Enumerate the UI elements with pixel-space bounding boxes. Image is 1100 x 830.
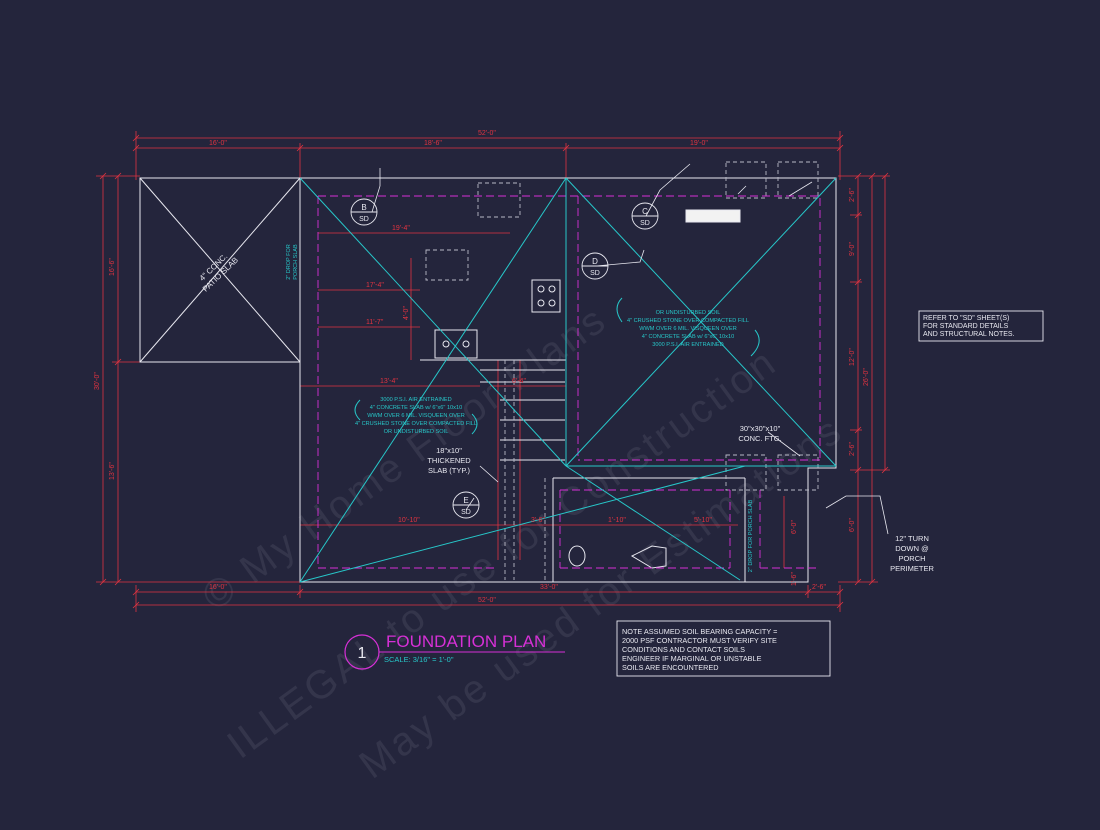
svg-text:CONDITIONS AND CONTACT SOILS: CONDITIONS AND CONTACT SOILS — [622, 645, 745, 654]
section-sheet: SD — [640, 220, 650, 227]
refer-note-box: REFER TO "SD" SHEET(S) FOR STANDARD DETA… — [918, 310, 1044, 342]
svg-text:REFER TO "SD" SHEET(S): REFER TO "SD" SHEET(S) — [923, 315, 1009, 322]
dim-int-g: 3'-6" — [531, 517, 545, 524]
dim-overall-top: 52'-0" — [478, 130, 496, 137]
dim-left-lower: 13'-6" — [109, 462, 116, 480]
section-marker-d[interactable]: D SD — [581, 252, 609, 280]
dim-bottom-mid: 33'-0" — [540, 584, 558, 591]
watermark-1: © My Home Floor Plans — [194, 297, 615, 620]
thickened-slab-lines — [317, 195, 821, 569]
svg-text:SOILS ARE ENCOUNTERED: SOILS ARE ENCOUNTERED — [622, 663, 719, 672]
svg-text:AND STRUCTURAL NOTES.: AND STRUCTURAL NOTES. — [923, 331, 1015, 338]
svg-text:4" CRUSHED STONE OVER COMPACTE: 4" CRUSHED STONE OVER COMPACTED FILL — [627, 318, 749, 324]
dim-int-i: 5'-10" — [694, 517, 712, 524]
plan-title: FOUNDATION PLAN — [386, 632, 546, 651]
svg-text:18"x10": 18"x10" — [436, 446, 462, 455]
svg-text:SLAB (TYP.): SLAB (TYP.) — [428, 466, 470, 475]
dimension-texts: 52'-0" 16'-0" 18'-6" 19'-0" 16'-0" 33'-0… — [94, 130, 870, 604]
svg-text:4" CONCRETE SLAB w/ 6"x6" 10x1: 4" CONCRETE SLAB w/ 6"x6" 10x10 — [642, 334, 734, 340]
section-letter: B — [361, 203, 366, 212]
dim-int-h: 1'-10" — [608, 517, 626, 524]
section-letter: E — [463, 496, 468, 505]
dim-int-k: 6'-0" — [791, 520, 798, 534]
dim-int-f: 10'-10" — [398, 517, 420, 524]
svg-text:4" CRUSHED STONE OVER COMPACTE: 4" CRUSHED STONE OVER COMPACTED FILL — [355, 421, 477, 427]
svg-text:THICKENED: THICKENED — [427, 456, 471, 465]
dim-int-j: 4'-0" — [403, 306, 410, 320]
svg-text:3000 P.S.I. AIR ENTRAINED: 3000 P.S.I. AIR ENTRAINED — [380, 397, 451, 403]
section-marker-e[interactable]: E SD — [452, 491, 480, 519]
svg-text:WWM OVER 6 MIL. VISQUEEN OVER: WWM OVER 6 MIL. VISQUEEN OVER — [639, 326, 737, 332]
dim-bottom-right: 2'-6" — [812, 584, 826, 591]
svg-text:3000 P.S.I. AIR ENTRAINED: 3000 P.S.I. AIR ENTRAINED — [652, 342, 723, 348]
svg-text:NOTE ASSUMED SOIL BEARING CAPA: NOTE ASSUMED SOIL BEARING CAPACITY = — [622, 627, 777, 636]
dim-int-a: 19'-4" — [392, 225, 410, 232]
svg-text:WWM OVER 6 MIL. VISQUEEN OVER: WWM OVER 6 MIL. VISQUEEN OVER — [367, 413, 465, 419]
dim-right-a: 2'-6" — [849, 188, 856, 202]
dim-overall-bottom: 52'-0" — [478, 597, 496, 604]
svg-text:CONC. FTG.: CONC. FTG. — [738, 434, 781, 443]
dim-int-l: 1'-6" — [791, 572, 798, 586]
dim-right-d: 2'-6" — [849, 442, 856, 456]
dim-right-e: 6'-0" — [849, 518, 856, 532]
turn-down-label: 12" TURN DOWN @ PORCH PERIMETER — [890, 534, 934, 573]
svg-text:PERIMETER: PERIMETER — [890, 564, 934, 573]
thickened-slab-label: 18"x10" THICKENED SLAB (TYP.) — [427, 446, 471, 475]
section-letter: C — [642, 207, 648, 216]
pier-footings — [425, 161, 819, 580]
dim-int-b: 17'-4" — [366, 282, 384, 289]
svg-text:30"x30"x10": 30"x30"x10" — [740, 424, 781, 433]
svg-text:OR UNDISTURBED SOIL: OR UNDISTURBED SOIL — [656, 310, 721, 316]
svg-text:DOWN @: DOWN @ — [895, 544, 928, 553]
section-sheet: SD — [461, 509, 471, 516]
svg-text:2" DROP FOR: 2" DROP FOR — [286, 244, 292, 279]
conc-footing-label: 30"x30"x10" CONC. FTG. — [738, 424, 781, 443]
dim-int-c: 11'-7" — [366, 319, 384, 326]
svg-text:4" CONCRETE SLAB w/ 6"x6" 10x1: 4" CONCRETE SLAB w/ 6"x6" 10x10 — [370, 405, 462, 411]
dim-top-left: 16'-0" — [209, 140, 227, 147]
section-sheet: SD — [359, 216, 369, 223]
soil-bearing-note: NOTE ASSUMED SOIL BEARING CAPACITY = 200… — [616, 620, 831, 677]
svg-text:ENGINEER IF MARGINAL OR UNSTAB: ENGINEER IF MARGINAL OR UNSTABLE — [622, 654, 762, 663]
dim-top-mid: 18'-6" — [424, 140, 442, 147]
dim-right-c: 12'-0" — [849, 348, 856, 366]
dim-top-right: 19'-0" — [690, 140, 708, 147]
section-marker-c[interactable]: C SD — [631, 202, 659, 230]
svg-text:PORCH SLAB: PORCH SLAB — [293, 244, 299, 280]
dim-right-b: 9'-0" — [849, 242, 856, 256]
section-marker-b[interactable]: B SD — [350, 198, 378, 226]
slab-spec-left: 3000 P.S.I. AIR ENTRAINED 4" CONCRETE SL… — [355, 397, 477, 435]
section-sheet: SD — [590, 270, 600, 277]
plan-scale: SCALE: 3/16" = 1'-0" — [384, 655, 454, 664]
plan-title-block: 1 FOUNDATION PLAN SCALE: 3/16" = 1'-0" — [344, 632, 565, 670]
dim-right-overall: 26'-0" — [863, 368, 870, 386]
svg-text:2" DROP FOR PORCH SLAB: 2" DROP FOR PORCH SLAB — [748, 499, 754, 572]
leader-lines — [371, 163, 889, 535]
dim-bottom-left: 16'-0" — [209, 584, 227, 591]
patio-slab-label: 4" CONC. PATIO SLAB — [198, 252, 240, 294]
slab-diagonals — [299, 177, 837, 583]
svg-text:PORCH: PORCH — [898, 554, 925, 563]
section-letter: D — [592, 257, 598, 266]
svg-text:2000 PSF CONTRACTOR MUST VERIF: 2000 PSF CONTRACTOR MUST VERIFY SITE — [622, 636, 777, 645]
svg-text:FOR STANDARD DETAILS: FOR STANDARD DETAILS — [923, 323, 1009, 330]
svg-text:12" TURN: 12" TURN — [895, 534, 929, 543]
porch-drop-left-label: 2" DROP FOR PORCH SLAB — [286, 244, 299, 280]
dim-left-upper: 16'-6" — [109, 258, 116, 276]
porch-drop-right-label: 2" DROP FOR PORCH SLAB — [748, 499, 754, 572]
view-number: 1 — [358, 645, 367, 662]
dim-int-d: 13'-4" — [380, 378, 398, 385]
dim-left-overall: 30'-0" — [94, 372, 101, 390]
dim-int-e: 6'-4" — [512, 378, 526, 385]
slab-spec-right: OR UNDISTURBED SOIL 4" CRUSHED STONE OVE… — [627, 310, 749, 348]
svg-text:OR UNDISTURBED SOIL: OR UNDISTURBED SOIL — [384, 429, 449, 435]
